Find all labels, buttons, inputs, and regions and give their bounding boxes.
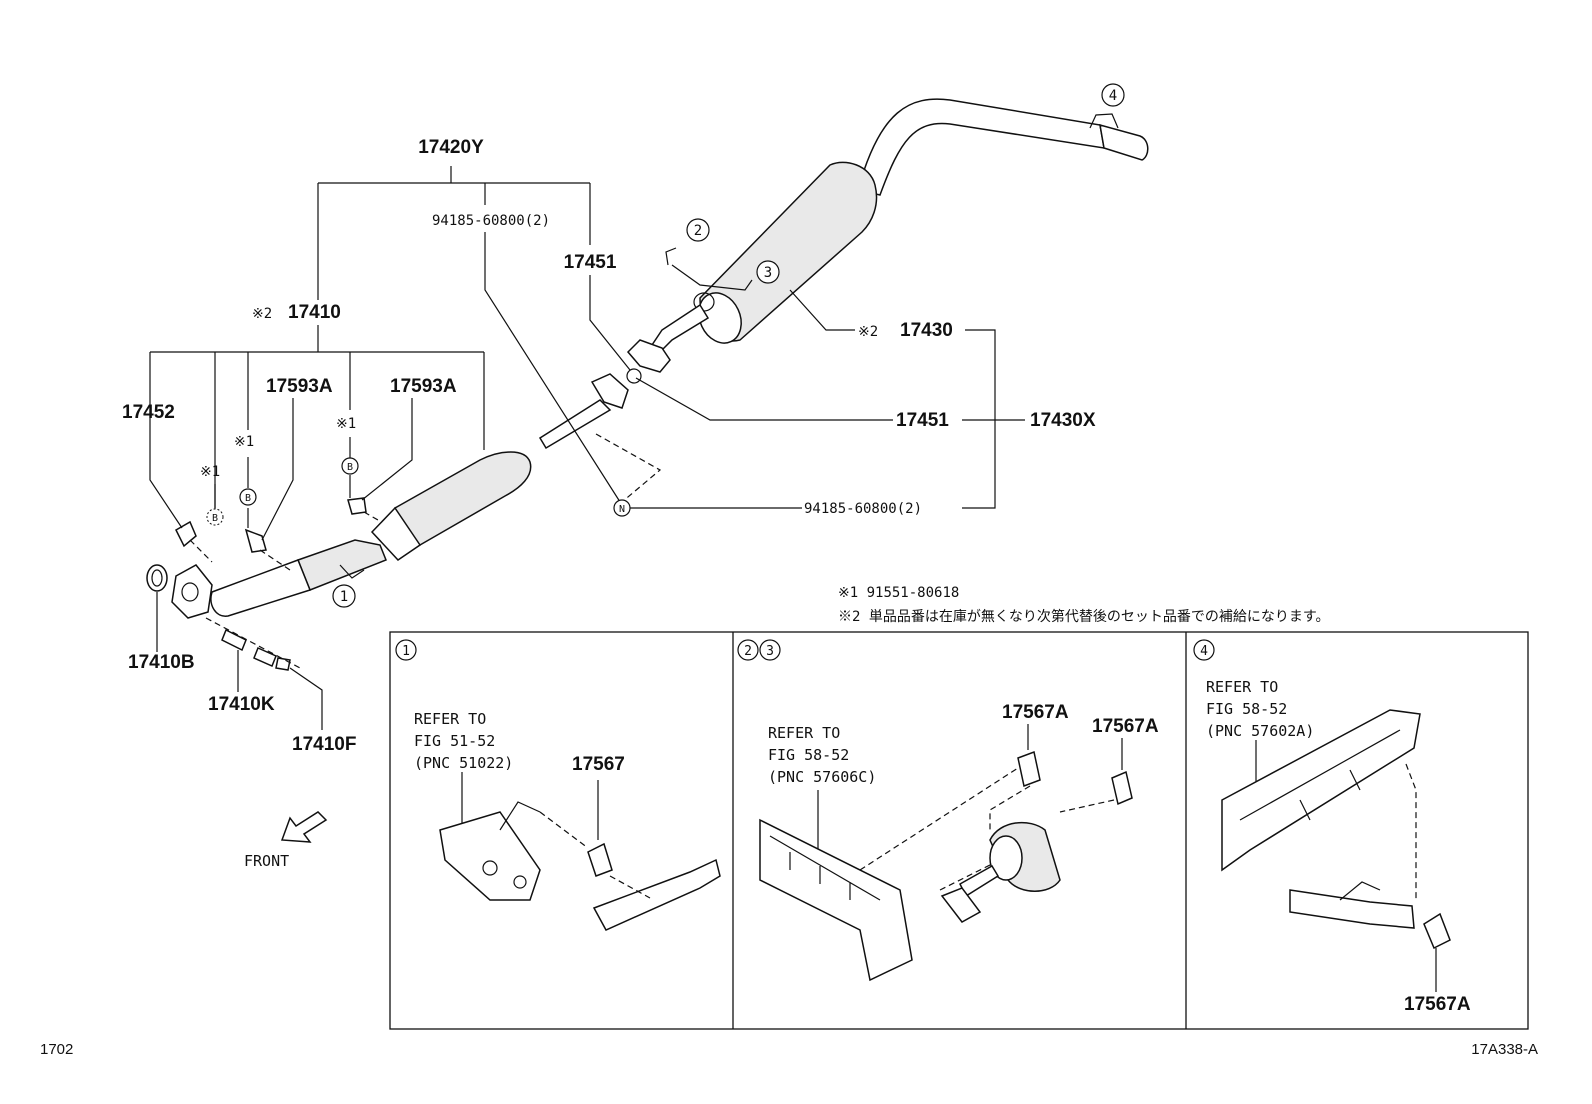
note-1: ※1 91551-80618: [838, 585, 959, 601]
callout-4: 4: [1101, 83, 1125, 107]
footnotes: ※1 91551-80618 ※2 単品品番は在庫が無くなり次第代替後のセット品…: [838, 585, 1329, 625]
svg-text:3: 3: [764, 265, 772, 281]
detail-panels: 1 REFER TO FIG 51-52 (PNC 51022) 17567 2…: [389, 631, 1529, 1030]
svg-text:REFER TO: REFER TO: [768, 724, 840, 742]
svg-text:FIG 58-52: FIG 58-52: [768, 746, 849, 764]
callout-markers: 4 2 3 1 N B B B: [206, 83, 1125, 608]
mark-17430: ※2: [858, 324, 878, 340]
note-2: ※2 単品品番は在庫が無くなり次第代替後のセット品番での補給になります。: [838, 608, 1329, 625]
svg-text:3: 3: [766, 644, 774, 659]
svg-text:4: 4: [1109, 88, 1117, 104]
footer: 1702 17A338-A: [40, 1041, 1538, 1058]
svg-text:B: B: [245, 493, 251, 504]
callout-2: 2: [686, 218, 710, 242]
detail-panel-4: 4 REFER TO FIG 58-52 (PNC 57602A) 17567A: [1193, 639, 1471, 1015]
svg-text:4: 4: [1200, 644, 1208, 659]
mark1-c: ※1: [200, 464, 220, 480]
svg-text:2: 2: [744, 644, 752, 659]
drawing-id: 17A338-A: [1471, 1041, 1538, 1058]
mark1-b: ※1: [336, 416, 356, 432]
label-17410F[interactable]: 17410F: [292, 734, 356, 755]
label-17567[interactable]: 17567: [572, 754, 625, 775]
svg-text:FIG 58-52: FIG 58-52: [1206, 700, 1287, 718]
svg-text:1: 1: [402, 644, 410, 659]
callout-n: N: [613, 499, 631, 517]
svg-text:FIG 51-52: FIG 51-52: [414, 732, 495, 750]
leader-lines: [149, 166, 1025, 730]
label-17593A-2[interactable]: 17593A: [390, 376, 457, 397]
label-17430X[interactable]: 17430X: [1030, 410, 1096, 431]
svg-text:(PNC 57606C): (PNC 57606C): [768, 768, 876, 786]
svg-text:1: 1: [340, 589, 348, 605]
svg-text:REFER TO: REFER TO: [1206, 678, 1278, 696]
detail-panel-2-3: 2 3 REFER TO FIG 58-52 (PNC 57606C) 1756…: [737, 639, 1159, 982]
exhaust-assembly-drawing: [146, 98, 1149, 671]
svg-text:(PNC 51022): (PNC 51022): [414, 754, 513, 772]
label-94185-bottom[interactable]: 94185-60800(2): [804, 501, 922, 517]
label-17451-top[interactable]: 17451: [564, 252, 617, 273]
svg-text:B: B: [212, 513, 218, 524]
callout-3: 3: [756, 260, 780, 284]
label-94185-top[interactable]: 94185-60800(2): [432, 213, 550, 229]
svg-text:B: B: [347, 462, 353, 473]
callout-1: 1: [332, 584, 356, 608]
mark-17410: ※2: [252, 306, 272, 322]
front-indicator: FRONT: [244, 811, 328, 870]
callout-b-3: B: [341, 457, 359, 475]
mark1-a: ※1: [234, 434, 254, 450]
label-17567A-3[interactable]: 17567A: [1404, 994, 1471, 1015]
label-17410[interactable]: 17410: [288, 302, 341, 323]
callout-b-2: B: [239, 488, 257, 506]
part-labels: 17420Y 94185-60800(2) 17451 ※2 17410 174…: [122, 137, 1096, 755]
label-17430[interactable]: 17430: [900, 320, 953, 341]
label-17593A-1[interactable]: 17593A: [266, 376, 333, 397]
callout-b-1: B: [206, 508, 224, 526]
label-17567A-2[interactable]: 17567A: [1092, 716, 1159, 737]
detail-panel-1: 1 REFER TO FIG 51-52 (PNC 51022) 17567: [395, 639, 721, 931]
label-17420Y[interactable]: 17420Y: [418, 137, 484, 158]
label-17452[interactable]: 17452: [122, 402, 175, 423]
front-arrow-icon: [280, 811, 328, 843]
front-label: FRONT: [244, 852, 289, 870]
svg-text:N: N: [619, 504, 625, 515]
svg-text:REFER TO: REFER TO: [414, 710, 486, 728]
label-17451-mid[interactable]: 17451: [896, 410, 949, 431]
svg-text:(PNC 57602A): (PNC 57602A): [1206, 722, 1314, 740]
figure-number: 1702: [40, 1041, 73, 1058]
svg-text:2: 2: [694, 223, 702, 239]
label-17410K[interactable]: 17410K: [208, 694, 275, 715]
label-17410B[interactable]: 17410B: [128, 652, 195, 673]
label-17567A-1[interactable]: 17567A: [1002, 702, 1069, 723]
